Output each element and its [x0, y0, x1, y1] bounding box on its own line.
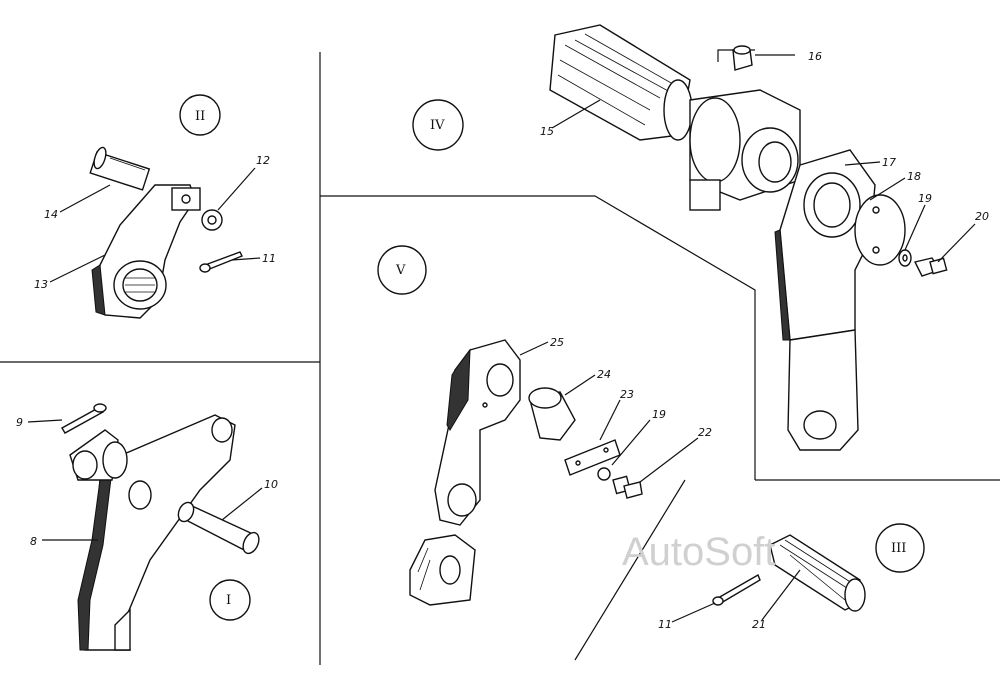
callout-19-v: 19	[652, 408, 666, 421]
splined-shaft-15	[549, 24, 693, 141]
lever-17	[774, 149, 876, 451]
pin-14	[89, 146, 151, 191]
pin-21	[769, 534, 866, 612]
section-label-i: I	[226, 593, 231, 608]
callout-23: 23	[620, 388, 634, 401]
section-label-iii: III	[891, 541, 906, 556]
sleeve-i	[69, 429, 128, 481]
section-iv-parts	[412, 24, 976, 451]
callout-16: 16	[808, 50, 822, 63]
callout-24: 24	[597, 368, 611, 381]
callout-19-iv: 19	[918, 192, 932, 205]
callout-11-ii: 11	[262, 252, 276, 265]
arm-13	[91, 184, 201, 319]
callout-17: 17	[882, 156, 896, 169]
section-iv-circle	[412, 99, 464, 151]
lower-bracket-v	[409, 534, 476, 606]
plate-18	[854, 194, 906, 266]
plate-23	[564, 439, 621, 476]
section-label-v: V	[395, 263, 406, 278]
bearing-housing	[689, 89, 801, 211]
section-v-parts	[377, 245, 699, 606]
cotter-pin-11-ii	[199, 251, 243, 273]
arm-25	[434, 339, 521, 526]
section-iii-parts	[671, 523, 925, 623]
section-iii-circle	[875, 523, 925, 573]
callout-10: 10	[264, 478, 278, 491]
pin-10	[177, 501, 260, 555]
section-dividers	[0, 49, 1000, 665]
callout-14: 14	[44, 208, 58, 221]
callout-21: 21	[752, 618, 766, 631]
washer-19-v	[597, 467, 611, 481]
callout-22: 22	[698, 426, 712, 439]
callout-11-iii: 11	[658, 618, 672, 631]
cotter-pin-11-iii	[712, 573, 761, 606]
section-ii-parts	[49, 94, 261, 319]
callout-8: 8	[30, 535, 37, 548]
watermark: AutoSoft	[622, 530, 775, 574]
callout-20: 20	[975, 210, 989, 223]
bolt-20	[913, 257, 948, 277]
callout-18: 18	[907, 170, 921, 183]
plug-16	[732, 45, 753, 71]
section-label-iv: IV	[430, 118, 445, 133]
section-i-circle	[209, 579, 251, 621]
section-label-ii: II	[195, 109, 205, 124]
callout-12: 12	[256, 154, 270, 167]
callout-25: 25	[550, 336, 564, 349]
washer-19-iv	[898, 249, 912, 267]
section-ii-circle	[179, 94, 221, 136]
callout-9: 9	[16, 416, 23, 429]
callout-13: 13	[34, 278, 48, 291]
section-v-circle	[377, 245, 427, 295]
cotter-pin-9	[61, 403, 107, 434]
section-i-parts	[27, 403, 263, 651]
callout-15: 15	[540, 125, 554, 138]
bushing-24	[528, 387, 576, 441]
washer-12	[201, 209, 223, 231]
bolt-22	[612, 475, 643, 499]
